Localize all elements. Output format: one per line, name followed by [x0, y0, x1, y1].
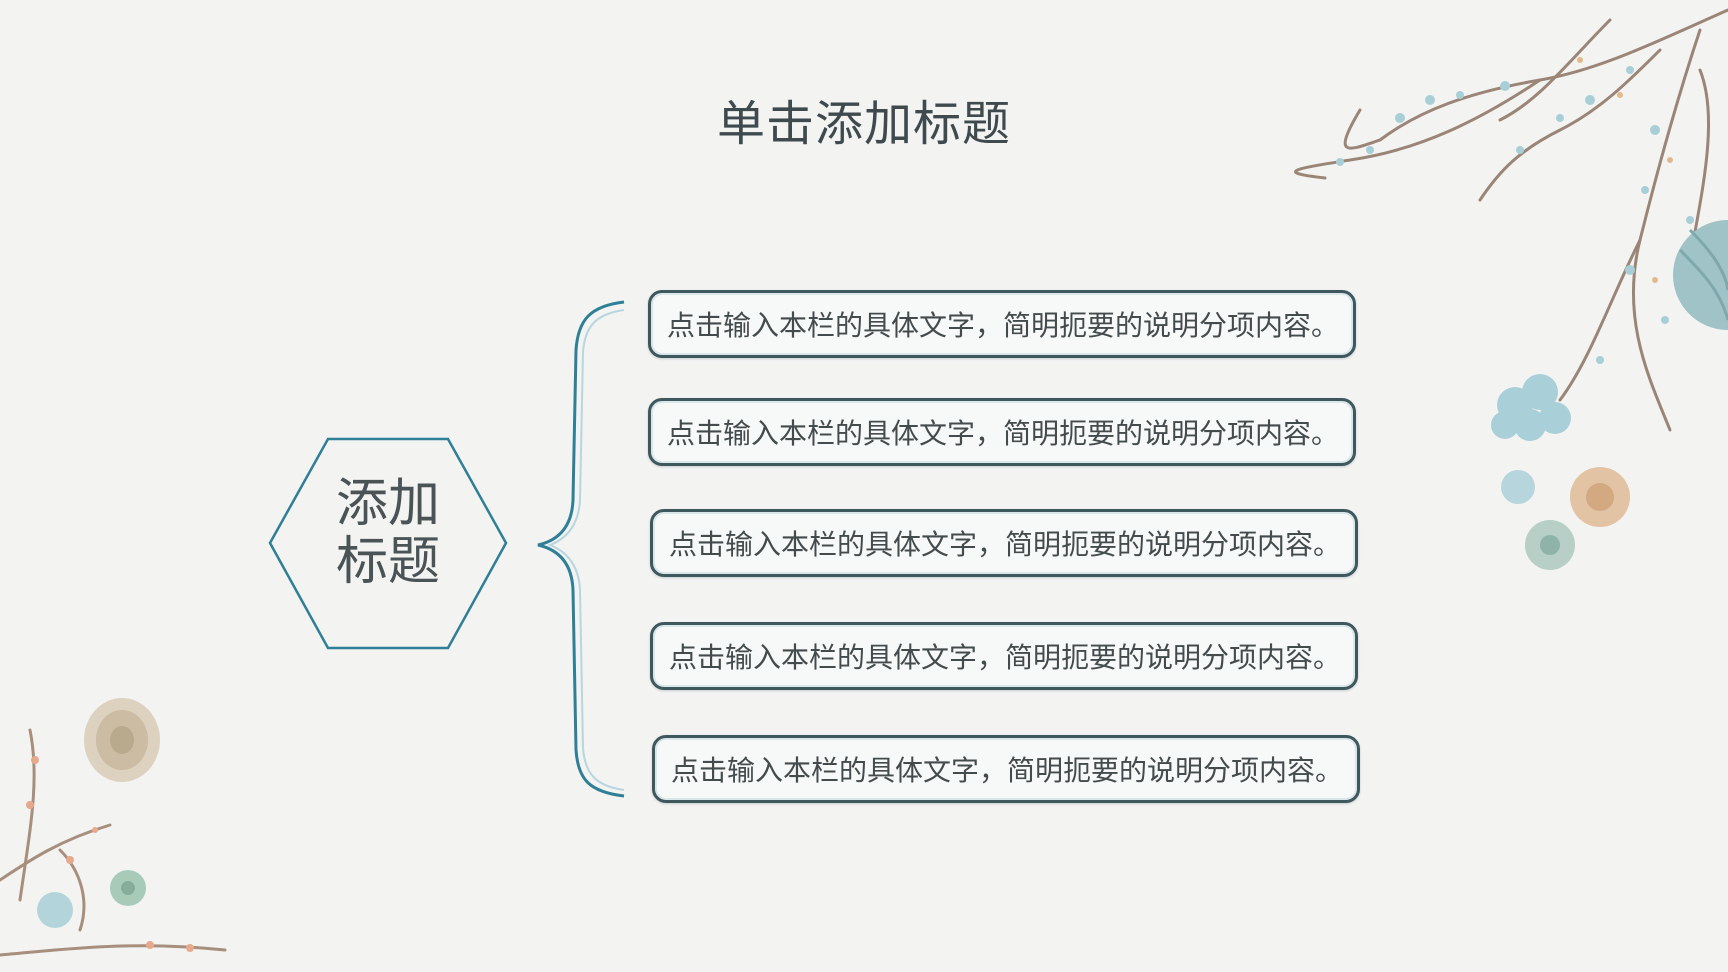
center-label-line-1: 添加 — [335, 474, 440, 534]
buds-bottom-left — [26, 756, 194, 952]
center-label[interactable]: 添加 标题 — [270, 475, 506, 591]
center-hexagon[interactable] — [268, 437, 508, 650]
item-text: 点击输入本栏的具体文字，简明扼要的说明分项内容。 — [671, 754, 1344, 787]
item-box-5[interactable]: 点击输入本栏的具体文字，简明扼要的说明分项内容。 — [652, 735, 1360, 803]
item-text: 点击输入本栏的具体文字，简明扼要的说明分项内容。 — [667, 309, 1340, 342]
item-text: 点击输入本栏的具体文字，简明扼要的说明分项内容。 — [669, 528, 1342, 561]
succulent-decoration-left — [37, 870, 146, 928]
item-box-1[interactable]: 点击输入本栏的具体文字，简明扼要的说明分项内容。 — [648, 290, 1356, 358]
item-box-2[interactable]: 点击输入本栏的具体文字，简明扼要的说明分项内容。 — [648, 398, 1356, 466]
buds-top-right — [1336, 66, 1694, 364]
pinecone-decoration — [84, 698, 160, 782]
slide-title[interactable]: 单击添加标题 — [716, 96, 1011, 152]
succulent-decoration-right — [1501, 467, 1630, 570]
item-box-4[interactable]: 点击输入本栏的具体文字，简明扼要的说明分项内容。 — [650, 622, 1358, 690]
curly-brace — [537, 300, 625, 798]
item-text: 点击输入本栏的具体文字，简明扼要的说明分项内容。 — [667, 417, 1340, 450]
center-label-line-2: 标题 — [335, 532, 440, 592]
branch-decoration-top-right — [1294, 8, 1728, 432]
item-text: 点击输入本栏的具体文字，简明扼要的说明分项内容。 — [669, 641, 1342, 674]
yarn-ball-decoration — [1673, 220, 1728, 330]
item-box-3[interactable]: 点击输入本栏的具体文字，简明扼要的说明分项内容。 — [650, 509, 1358, 577]
cotton-decoration — [1491, 374, 1571, 441]
flower-tips-top-right — [1577, 57, 1673, 283]
